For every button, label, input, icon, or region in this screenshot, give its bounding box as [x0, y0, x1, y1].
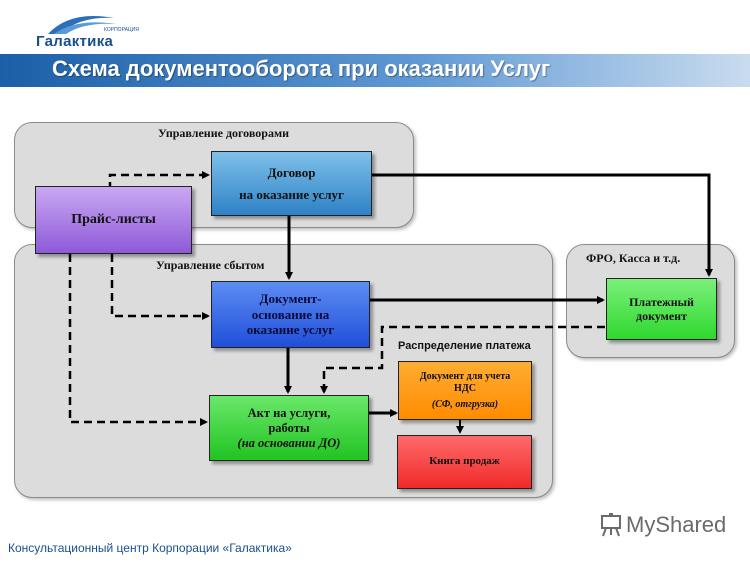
logo-name: Галактика [36, 33, 114, 50]
vat-doc-line1: Документ для учета [419, 370, 511, 382]
vat-doc-box: Документ для учета НДС (СФ, отгрузка) [398, 361, 532, 420]
pricelists-label: Прайс-листы [71, 211, 156, 227]
title-bar [0, 54, 750, 87]
vat-doc-line3: (СФ, отгрузка) [431, 398, 499, 410]
panel-contracts-label: Управление договорами [158, 126, 290, 140]
footer-text: Консультационный центр Корпорации «Галак… [8, 541, 292, 555]
slide-title: Схема документооборота при оказании Услу… [52, 56, 551, 81]
payment-line2: документ [636, 309, 687, 323]
payment-distribution-label: Распределение платежа [398, 340, 531, 352]
act-line1: Акт на услуги, [247, 405, 331, 420]
watermark-text: MyShared [626, 512, 727, 537]
panel-sales-label: Управление сбытом [156, 258, 265, 272]
sales-book-label: Книга продаж [429, 455, 500, 468]
panel-fro-label: ФРО, Касса и т.д. [586, 251, 681, 265]
base-doc-line1: Документ- [259, 291, 322, 307]
act-line2: работы [268, 420, 310, 435]
logo-subtitle: КОРПОРАЦИЯ [104, 27, 139, 33]
contract-line2: на оказание услуг [239, 186, 344, 202]
contract-line1: Договор [267, 164, 316, 180]
payment-line1: Платежный [629, 294, 694, 309]
vat-doc-line2: НДС [454, 382, 476, 394]
watermark: MyShared [600, 512, 726, 538]
base-doc-line3: оказание услуг [246, 322, 335, 338]
payment-doc-box: Платежный документ [606, 278, 717, 340]
galaktika-logo-icon [48, 16, 116, 34]
sales-book-box: Книга продаж [397, 435, 532, 489]
contract-box: Договор на оказание услуг [211, 151, 372, 216]
base-doc-box: Документ- основание на оказание услуг [211, 281, 370, 348]
presentation-board-icon [601, 513, 621, 537]
base-doc-line2: основание на [251, 306, 330, 322]
pricelists-box: Прайс-листы [35, 186, 192, 254]
act-box: Акт на услуги, работы (на основании ДО) [209, 395, 369, 461]
act-line3: (на основании ДО) [237, 435, 341, 450]
